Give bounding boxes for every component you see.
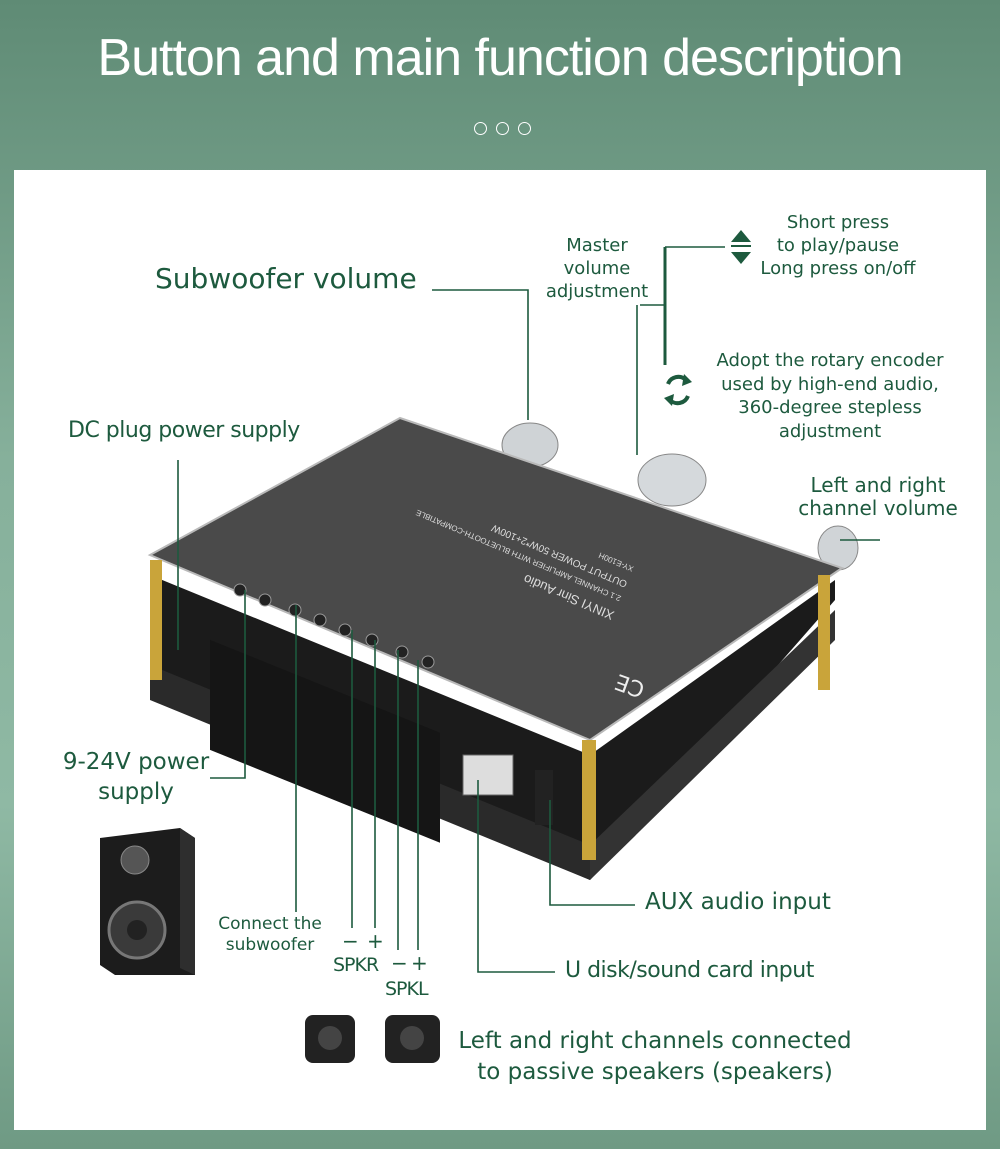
page-title: Button and main function description: [97, 29, 903, 87]
spkl-plus: +: [411, 951, 428, 975]
aux-input-label: AUX audio input: [645, 889, 831, 915]
spkr-minus: −: [342, 929, 359, 953]
udisk-input-label: U disk/sound card input: [565, 958, 814, 983]
leader-lines: [177, 246, 880, 973]
rotate-icon: [664, 374, 692, 406]
subwoofer-speaker-image: [100, 828, 195, 975]
amplifier-board: CE XINYI Sinr Audio 2.1 CHANNEL AMPLIFIE…: [147, 416, 859, 880]
spkr-label: SPKR: [333, 954, 379, 976]
dc-plug-label: DC plug power supply: [68, 418, 300, 443]
up-down-arrow-icon: [731, 230, 751, 264]
subwoofer-volume-label: Subwoofer volume: [155, 262, 417, 295]
spkl-label: SPKL: [385, 978, 429, 1000]
pagination-dots: [474, 122, 531, 135]
spkr-plus: +: [367, 929, 384, 953]
passive-speakers-image: [305, 1015, 440, 1063]
spkl-minus: −: [391, 951, 408, 975]
